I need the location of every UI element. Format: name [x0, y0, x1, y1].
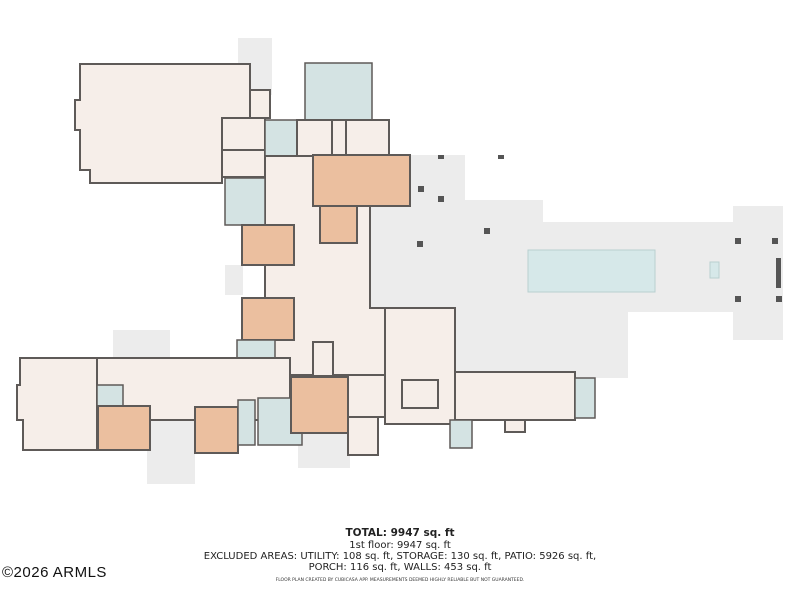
- closet-2: [347, 416, 379, 456]
- patio-left: [147, 420, 195, 484]
- floor-plan: [16, 38, 783, 484]
- closet: [249, 89, 271, 119]
- bedroom-5: [97, 405, 151, 451]
- laundry: [264, 119, 298, 157]
- bedroom-2: [319, 205, 358, 244]
- bedroom-4: [241, 297, 295, 341]
- floor-area: 1st floor: 9947 sq. ft: [349, 540, 451, 551]
- closet-3: [504, 419, 526, 433]
- bath-3: [224, 177, 266, 226]
- excluded-areas-line2: PORCH: 116 sq. ft, WALLS: 453 sq. ft: [308, 562, 492, 573]
- mudroom: [221, 149, 266, 178]
- bedroom-6: [194, 406, 239, 454]
- bedroom-3: [241, 224, 295, 266]
- pantry: [347, 374, 386, 418]
- patio-small: [113, 330, 170, 358]
- garage-bottom: [16, 357, 98, 451]
- primary-bedroom: [312, 154, 411, 207]
- bath-7: [96, 384, 124, 407]
- bedroom-7: [290, 376, 349, 434]
- total-area: TOTAL: 9947 sq. ft: [345, 527, 455, 539]
- hall-primary: [331, 119, 347, 157]
- bath-2: [345, 119, 390, 157]
- porch-side: [225, 265, 243, 295]
- bath-5: [574, 377, 596, 419]
- bath-8: [237, 399, 256, 446]
- watermark: ©2026 ARMLS: [2, 564, 107, 581]
- patio-bottom: [298, 432, 350, 468]
- bath-6: [449, 419, 473, 449]
- spa: [709, 261, 720, 279]
- primary-bath: [304, 62, 373, 121]
- storage: [221, 117, 266, 151]
- patio-columns: [417, 155, 782, 302]
- wet-bar: [312, 341, 334, 377]
- bath-1: [296, 119, 333, 157]
- excluded-areas-line1: EXCLUDED AREAS: UTILITY: 108 sq. ft, STO…: [203, 551, 597, 562]
- kitchen-island: [401, 379, 439, 409]
- credit-text: FLOOR PLAN CREATED BY CUBICASA APP. MEAS…: [275, 578, 525, 583]
- game-room: [454, 371, 576, 421]
- pool: [527, 249, 656, 293]
